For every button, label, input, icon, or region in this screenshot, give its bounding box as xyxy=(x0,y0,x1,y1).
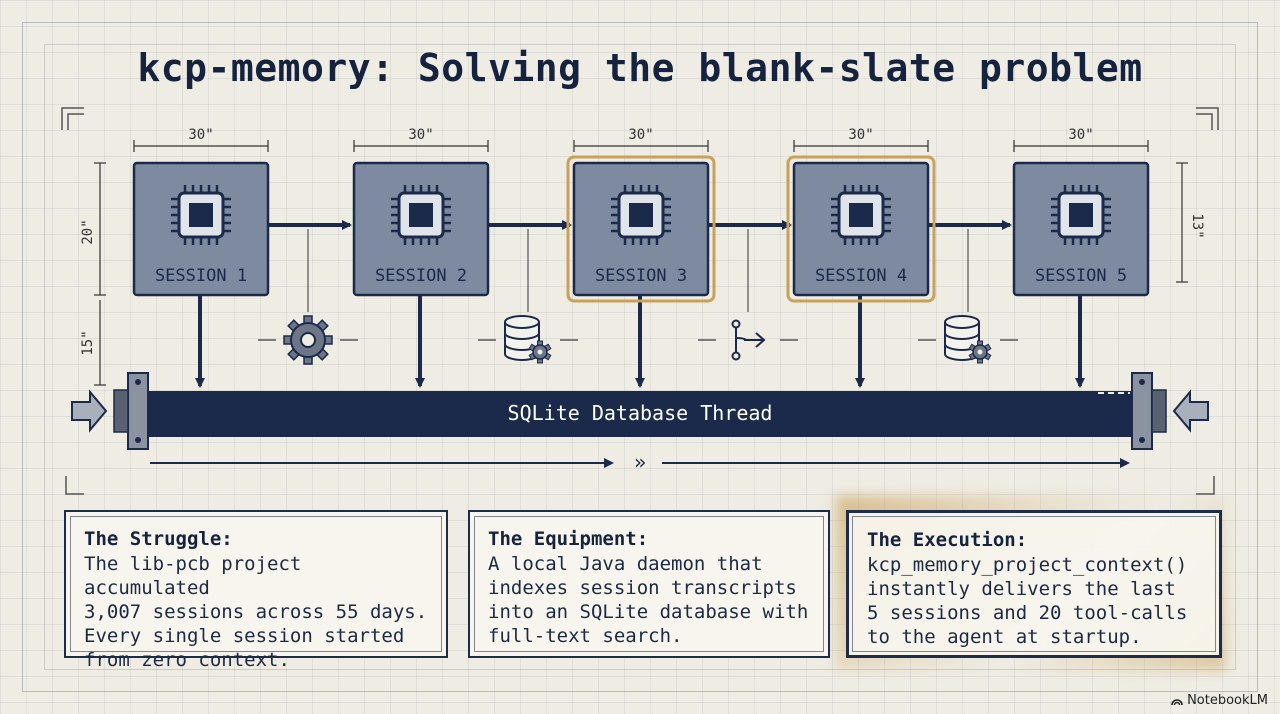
card-struggle: The Struggle: The lib-pcb project accumu… xyxy=(64,510,448,671)
width-label: 30" xyxy=(628,127,653,143)
session-label: SESSION 4 xyxy=(815,266,907,286)
width-dimension: 30" xyxy=(133,127,269,152)
chip-icon xyxy=(171,185,231,245)
session-label: SESSION 3 xyxy=(595,266,687,286)
chip-icon xyxy=(831,185,891,245)
card-body: A local Java daemon that indexes session… xyxy=(488,553,809,647)
card-execution: The Execution: kcp_memory_project_contex… xyxy=(846,510,1222,658)
gap-label-left: 15" xyxy=(80,330,96,355)
height-label-left: 20" xyxy=(80,219,96,244)
session-boxes: SESSION 1 SESSION 2 SESSION 3 SESSION 4 SESS… xyxy=(132,155,1150,303)
page-title: kcp-memory: Solving the blank-slate prob… xyxy=(137,46,1143,90)
width-label: 30" xyxy=(408,127,433,143)
chip-icon xyxy=(391,185,451,245)
notebooklm-icon xyxy=(1171,698,1183,705)
session-box-4: SESSION 4 xyxy=(786,155,936,303)
card-body: The lib-pcb project accumulated 3,007 se… xyxy=(84,553,428,671)
push-arrow-right xyxy=(1172,389,1209,433)
session-box-3: SESSION 3 xyxy=(566,155,716,303)
progress-line: » xyxy=(150,450,1130,474)
width-dimension: 30" xyxy=(793,127,929,152)
card-heading: The Struggle: xyxy=(84,528,233,550)
width-dimension: 30" xyxy=(573,127,709,152)
width-dimension: 30" xyxy=(1013,127,1149,152)
thread-label: SQLite Database Thread xyxy=(508,401,773,425)
database-gear-icon xyxy=(478,229,578,364)
session-box-5: SESSION 5 xyxy=(1012,161,1150,297)
branch-merge-icon xyxy=(698,229,798,361)
width-label: 30" xyxy=(848,127,873,143)
width-dimensions: 30" 30" 30" 30" 30" xyxy=(133,127,1149,152)
session-box-1: SESSION 1 xyxy=(132,161,270,297)
session-label: SESSION 2 xyxy=(375,266,467,286)
card-body: kcp_memory_project_context() instantly d… xyxy=(867,554,1188,648)
right-height-dimension: 13" xyxy=(1176,162,1205,283)
card-heading: The Execution: xyxy=(867,529,1028,551)
session-box-2: SESSION 2 xyxy=(352,161,490,297)
database-gear-icon xyxy=(918,229,1018,364)
session-label: SESSION 1 xyxy=(155,266,247,286)
chip-icon xyxy=(1051,185,1111,245)
height-label-right: 13" xyxy=(1189,213,1205,238)
thread-bar xyxy=(146,391,1134,437)
connector-icons xyxy=(258,229,1018,365)
gear-icon xyxy=(258,229,358,365)
thread-arrows xyxy=(195,295,1085,388)
width-dimension: 30" xyxy=(353,127,489,152)
brand-label: NotebookLM xyxy=(1187,693,1268,708)
card-heading: The Equipment: xyxy=(488,528,649,550)
brand-watermark: NotebookLM xyxy=(1171,693,1268,708)
database-thread: SQLite Database Thread xyxy=(113,372,1167,450)
chip-icon xyxy=(611,185,671,245)
width-label: 30" xyxy=(188,127,213,143)
flow-marker: » xyxy=(634,450,646,474)
push-arrow-left xyxy=(71,389,108,433)
card-equipment: The Equipment: A local Java daemon that … xyxy=(468,510,830,658)
session-label: SESSION 5 xyxy=(1035,266,1127,286)
left-height-dimension: 20" 15" xyxy=(80,162,106,386)
corner-brackets xyxy=(61,107,1219,495)
width-label: 30" xyxy=(1068,127,1093,143)
